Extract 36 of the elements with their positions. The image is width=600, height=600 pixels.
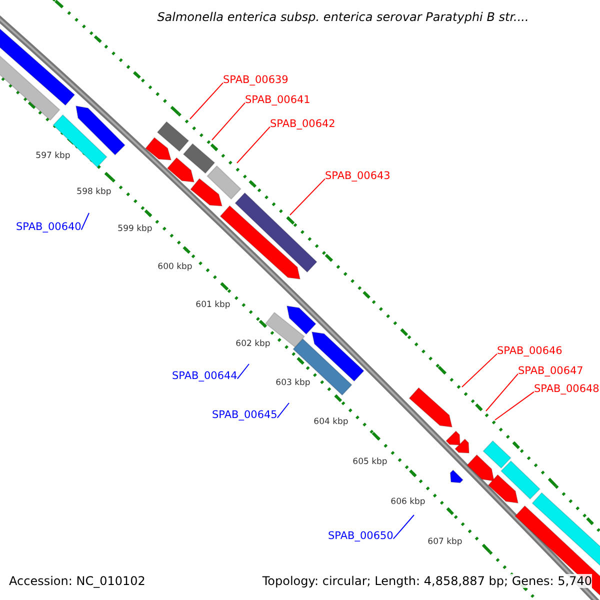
leader-line [236,364,250,380]
gene-label: SPAB_00650 [328,530,394,543]
gene-label: SPAB_00645 [212,409,278,422]
gene-label: SPAB_00640 [16,221,82,234]
leader-line [290,178,326,216]
leader-line [462,353,498,388]
tick-label: 601 kbp [196,300,230,310]
gene-label: SPAB_00648 [534,383,600,396]
leader-line [486,373,518,412]
leader-line [80,212,90,230]
genome-stats-text: Topology: circular; Length: 4,858,887 bp; Genes: 5,740 [262,574,592,588]
leader-line [212,102,246,140]
title: Salmonella enterica subsp. enterica serovar Paratyphi B str.... [157,10,529,24]
leader-line [494,391,534,420]
leader-line [190,82,224,120]
gene-label: SPAB_00641 [245,94,310,107]
gene-label: SPAB_00642 [270,118,336,131]
leader-line [392,514,414,540]
gene-label: SPAB_00647 [518,365,584,378]
tick-label: 598 kbp [76,187,112,198]
gene-label: SPAB_00643 [325,170,390,183]
gene-label: SPAB_00639 [223,74,288,87]
tick-label: 605 kbp [352,457,388,468]
tick-label: 602 kbp [236,339,270,350]
tick-label: 597 kbp [36,151,70,162]
tick-label: 607 kbp [428,537,462,548]
tick-label: 600 kbp [158,262,192,272]
tick-label: 599 kbp [118,224,152,234]
accession-text: Accession: NC_010102 [9,574,146,588]
gene-label: SPAB_00646 [497,345,562,358]
tick-label: 604 kbp [314,417,348,428]
tick-label: 603 kbp [276,378,310,388]
leader-line [276,402,290,418]
gene-label: SPAB_00644 [172,370,238,383]
leader-line [236,126,270,164]
tick-label: 606 kbp [390,497,426,508]
